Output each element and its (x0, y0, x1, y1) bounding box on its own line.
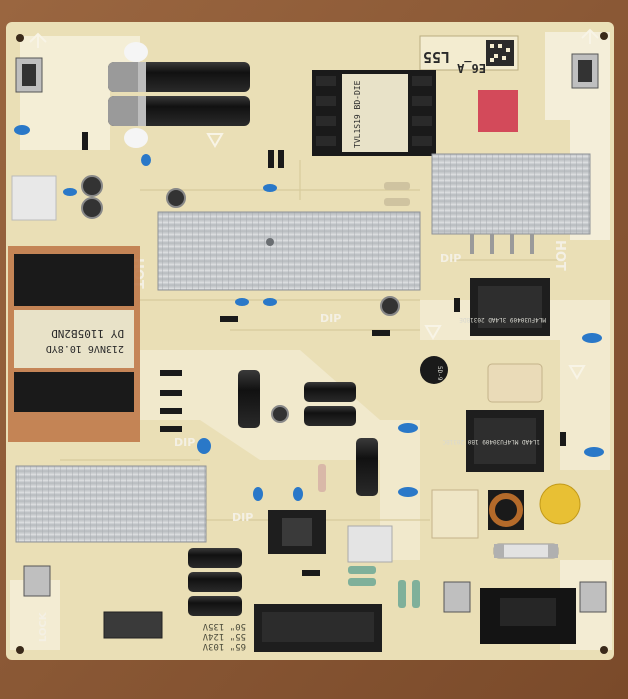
small-capacitors (81, 175, 400, 423)
ntc-label: 5D-9 (436, 366, 443, 381)
heatsink-center (157, 211, 421, 291)
model-label: L55 E6_A (419, 35, 519, 75)
mid-capacitors (188, 370, 378, 616)
dip-label-4: DIP (440, 252, 461, 265)
esd-symbol-icon (206, 133, 586, 380)
heatsink-bottom-left (15, 465, 207, 543)
bulk-capacitor-2 (108, 96, 250, 126)
screw-terminal-top-right (571, 53, 599, 89)
dip-label-1: DIP (232, 511, 253, 524)
glass-fuse (493, 543, 559, 559)
yellow-varistor (539, 483, 581, 525)
recycle-symbol-icon (29, 28, 599, 48)
transformer-left: DY 1105B2ND 213NV6 10.8YD (8, 246, 140, 442)
bottom-connectors (23, 565, 607, 652)
white-film-capacitor (11, 175, 57, 221)
transformer-top: TVL1S19 BD-DIE (312, 70, 436, 156)
screw-terminal-top-left (15, 57, 43, 93)
dip-label-3: DIP (320, 312, 341, 325)
toroid-inductor (488, 490, 524, 530)
output-voltage-labels: 50" 135V 55" 124V 65" 103V (202, 621, 246, 651)
transformer-top-code: TVL1S19 BD-DIE (353, 80, 362, 148)
transformer-left-sub: 213NV6 10.8YD (46, 343, 124, 354)
output-line-3: 65" 103V (202, 641, 246, 651)
choke-top: ML4FU30409 3L4AD 2031BDE (459, 278, 550, 336)
ntc-thermistor: 5D-9 (420, 356, 448, 384)
resistors (318, 182, 420, 608)
heatsink-top-right (431, 153, 591, 235)
model-text: L55 (423, 48, 450, 66)
heatsink-top-right-legs (470, 234, 534, 254)
transformer-left-code: DY 1105B2ND (51, 327, 124, 340)
variant-text: E6_A (456, 60, 486, 75)
white-cap-bottom (124, 128, 148, 148)
hot-label-right: HOT (552, 240, 567, 271)
relay-beige-1 (487, 363, 543, 403)
relay-beige-2 (431, 489, 479, 539)
output-line-1: 50" 135V (202, 621, 246, 631)
output-line-2: 55" 124V (202, 631, 246, 641)
red-x-capacitor (478, 90, 518, 132)
relay-white (347, 525, 393, 563)
white-cap-top (124, 42, 148, 62)
choke-mid: 1L4AD ML4FU30409 1B0 2031BC (442, 410, 544, 472)
bulk-capacitor-1 (108, 62, 250, 92)
blue-capacitors (14, 125, 604, 501)
choke-small-center (268, 510, 326, 554)
diodes (82, 132, 566, 576)
dip-label-2: DIP (174, 436, 195, 449)
lock-label: LOCK (38, 611, 49, 642)
choke-top-code: ML4FU30409 3L4AD 2031BDE (459, 316, 546, 323)
choke-mid-code: 1L4AD ML4FU30409 1B0 2031BC (442, 438, 540, 445)
